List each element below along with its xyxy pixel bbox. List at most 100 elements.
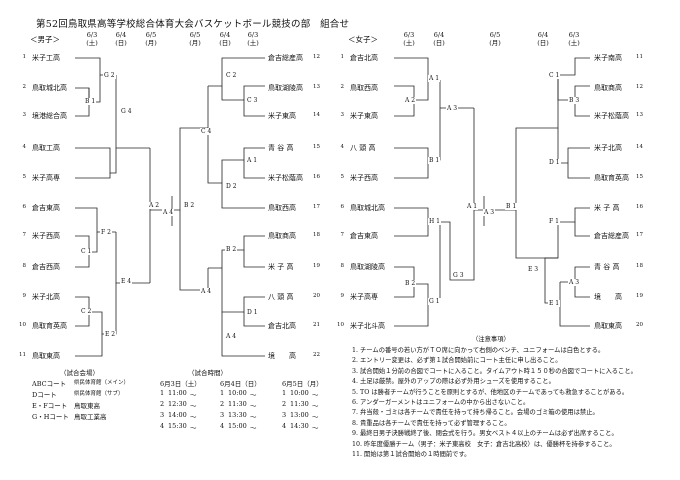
team-name: 倉吉北高 <box>268 322 296 330</box>
team-number: 9 <box>340 293 345 299</box>
time-slot-sep: 〜 <box>190 391 197 399</box>
team-number: 21 <box>313 322 320 328</box>
time-slot-sep: 〜 <box>250 413 257 421</box>
court-label: D 1 <box>548 159 561 166</box>
team-name: 境 高 <box>594 293 622 301</box>
men-section-label: ＜男子＞ <box>30 35 60 44</box>
court-label: C 3 <box>246 97 259 104</box>
court-label: G 4 <box>120 108 133 115</box>
venue-court: G・Hコート <box>32 413 69 421</box>
court-label: F 2 <box>100 229 112 236</box>
note-item: 4. 土足は厳禁。屋外のアップの際は必ず外用シューズを使用すること。 <box>352 378 555 386</box>
team-number: 7 <box>340 232 345 238</box>
men-date-r1-left: 6/3(土) <box>86 31 98 47</box>
team-number: 6 <box>22 204 27 210</box>
court-label: A 4 <box>225 333 238 340</box>
court-label: C 1 <box>548 72 561 79</box>
team-number: 16 <box>313 174 320 180</box>
women-date-r2-left: 6/4(日) <box>433 31 445 47</box>
team-name: 米子工高 <box>32 54 60 62</box>
court-label: E 2 <box>104 331 117 338</box>
court-label: C 2 <box>80 308 93 315</box>
team-name: 倉吉総産高 <box>268 54 303 62</box>
court-label: E 3 <box>527 266 540 273</box>
team-number: 17 <box>636 232 643 238</box>
court-label: B 1 <box>505 203 518 210</box>
men-date-r3-left: 6/5(月) <box>145 31 157 47</box>
women-date-r2-right: 6/4(日) <box>537 31 549 47</box>
team-name: 米子北高 <box>32 293 60 301</box>
team-number: 2 <box>22 84 27 90</box>
time-slot-num: 2 <box>282 400 287 408</box>
time-slot-time: 15:00 <box>228 422 247 430</box>
time-slot-time: 10:00 <box>228 389 247 397</box>
court-label: F 1 <box>548 218 560 225</box>
court-label: A 3 <box>446 105 459 112</box>
note-item: 6. アンダーガーメントはユニフォームの中から出さないこと。 <box>352 399 530 406</box>
time-slot-num: 2 <box>220 400 225 408</box>
court-label: E 1 <box>548 300 561 307</box>
team-number: 16 <box>636 204 643 210</box>
team-name: 青 谷 高 <box>594 263 620 271</box>
team-number: 5 <box>340 174 345 180</box>
team-number: 5 <box>22 174 27 180</box>
team-name: 鳥取商高 <box>594 84 622 92</box>
venue-place: 鳥取工業高 <box>74 413 107 421</box>
team-number: 20 <box>636 322 643 328</box>
women-date-r1-right: 6/3(土) <box>568 31 580 47</box>
team-number: 15 <box>313 144 320 150</box>
note-item: 5. TO は勝者チームが行うことを原則とするが、他地区のチームであっても救急す… <box>352 388 629 396</box>
time-slot-num: 3 <box>220 411 225 419</box>
time-slot-num: 4 <box>220 422 225 430</box>
time-slot-sep: 〜 <box>312 424 319 432</box>
team-number: 11 <box>636 54 643 60</box>
team-name: 鳥取湖陵高 <box>268 84 303 92</box>
team-name: 米子高専 <box>350 293 378 301</box>
court-label: D 2 <box>225 183 238 190</box>
time-slot-sep: 〜 <box>250 391 257 399</box>
team-name: 米子西高 <box>350 174 378 182</box>
venue-place: 県民体育館（メイン） <box>74 380 130 386</box>
time-slot-num: 2 <box>160 400 165 408</box>
time-slot-sep: 〜 <box>250 424 257 432</box>
time-slot-sep: 〜 <box>190 413 197 421</box>
team-name: 倉吉西高 <box>32 263 60 271</box>
note-item: 10. 昨年度優勝チーム（男子：米子東高校 女子：倉吉北高校）は、優勝杯を持参す… <box>352 440 616 448</box>
note-item: 2. エントリー変更は、必ず第１試合開始前にコート主任に申し出ること。 <box>352 357 562 365</box>
court-label: B 2 <box>404 280 417 287</box>
team-number: 12 <box>313 54 320 60</box>
note-item: 9. 最終日男子決勝戦終了後、閉会式を行う。男女ベスト４以上のチームは必ず出席す… <box>352 430 618 438</box>
times-col-1: 6月3日（土） <box>160 380 201 388</box>
team-name: 米子東高 <box>268 112 296 120</box>
men-date-r2-right: 6/4(日) <box>219 31 231 47</box>
court-label: B 2 <box>183 202 196 209</box>
time-slot-sep: 〜 <box>312 413 319 421</box>
time-slot-num: 3 <box>282 411 287 419</box>
team-name: 米子松蔭高 <box>594 112 629 120</box>
team-number: 4 <box>22 144 27 150</box>
time-slot-sep: 〜 <box>190 402 197 410</box>
team-name: 八 頭 高 <box>350 144 376 152</box>
team-number: 15 <box>636 174 643 180</box>
team-name: 鳥取湖陵高 <box>350 263 385 271</box>
team-number: 18 <box>313 232 320 238</box>
team-number: 11 <box>19 352 26 358</box>
court-label: G 1 <box>428 298 441 305</box>
team-name: 境港総合高 <box>32 112 67 120</box>
team-number: 2 <box>340 84 345 90</box>
note-item: 8. 貴重品は各チームで責任を持って必ず管理すること。 <box>352 419 511 427</box>
team-number: 14 <box>313 112 320 118</box>
court-label: C 2 <box>225 72 238 79</box>
time-slot-time: 11:00 <box>168 389 187 397</box>
team-number: 3 <box>22 112 27 118</box>
women-section-label: ＜女子＞ <box>348 35 378 44</box>
time-slot-num: 1 <box>220 389 225 397</box>
note-item: 11. 開始は第１試合開始の１時間前です。 <box>352 451 471 458</box>
time-slot-time: 10:00 <box>290 389 309 397</box>
team-number: 1 <box>340 54 345 60</box>
time-slot-time: 13:30 <box>228 411 247 419</box>
team-number: 6 <box>340 204 345 210</box>
court-label: B 1 <box>84 98 97 105</box>
team-number: 19 <box>636 293 643 299</box>
time-slot-time: 12:30 <box>168 400 187 408</box>
